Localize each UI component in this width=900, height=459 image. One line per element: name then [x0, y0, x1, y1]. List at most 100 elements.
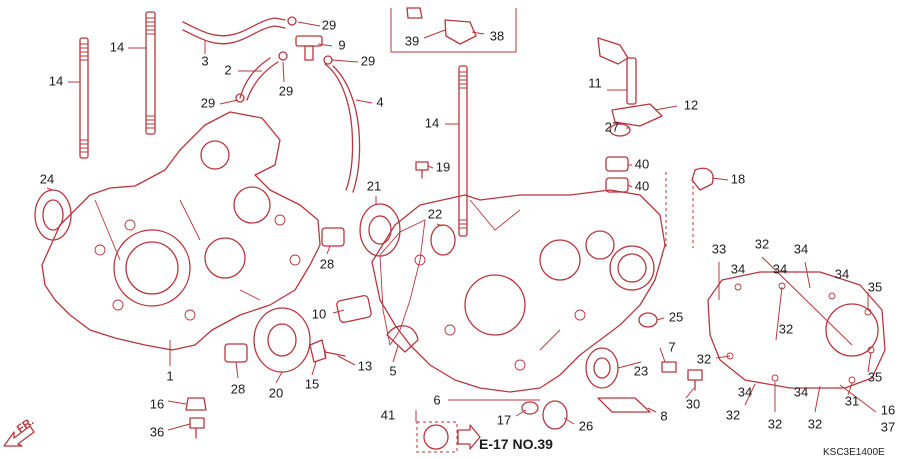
callout-c28a: 28 — [320, 256, 334, 271]
callout-c29d: 29 — [201, 95, 215, 110]
callout-c29b: 29 — [361, 53, 375, 68]
callout-c25: 25 — [669, 309, 683, 324]
callout-c16a: 16 — [150, 396, 164, 411]
oil-seal-23 — [585, 347, 619, 389]
bearing-22 — [430, 224, 456, 256]
callout-c24: 24 — [40, 171, 54, 186]
callout-c32c: 32 — [726, 407, 740, 422]
callout-c7: 7 — [668, 339, 675, 354]
callout-c38: 38 — [490, 28, 504, 43]
callout-c35a: 35 — [868, 279, 882, 294]
bolt-19 — [415, 161, 429, 179]
rubber-grommet-10 — [336, 295, 372, 323]
tube-clips — [235, 16, 333, 103]
front-direction-arrow-icon — [3, 425, 35, 447]
guide-5 — [386, 325, 419, 353]
callout-c15: 15 — [305, 376, 319, 391]
callout-c34b: 34 — [794, 241, 808, 256]
callout-c19: 19 — [436, 159, 450, 174]
callout-c32e: 32 — [808, 416, 822, 431]
clamp-18 — [691, 167, 714, 191]
shaft-11-stopper-12 — [597, 37, 663, 127]
callout-c27: 27 — [605, 119, 619, 134]
callout-c3: 3 — [201, 53, 208, 68]
callout-c39: 39 — [405, 33, 419, 48]
diagram-code: KSC3E1400E — [823, 447, 885, 458]
callout-c17: 17 — [497, 412, 511, 427]
callout-c34f: 34 — [794, 384, 808, 399]
callout-c37: 37 — [881, 419, 895, 434]
breather-tube-upper — [182, 17, 286, 45]
callout-c12: 12 — [684, 97, 698, 112]
callout-c5: 5 — [389, 363, 396, 378]
dowel-pin-28-upper — [321, 227, 345, 247]
washer-17 — [521, 401, 539, 415]
right-crankcase-half — [371, 189, 666, 393]
plate-8 — [597, 397, 651, 413]
washer-25 — [638, 312, 658, 328]
callout-c28b: 28 — [231, 381, 245, 396]
tube-joint — [295, 35, 323, 61]
callout-c32b: 32 — [697, 351, 711, 366]
cross-reference-label: E-17 NO.39 — [479, 436, 553, 452]
stud-bolt-left-tall — [79, 37, 89, 159]
callout-c29a: 29 — [322, 17, 336, 32]
bolt-36 — [189, 417, 205, 439]
callout-c4: 4 — [376, 94, 383, 109]
callout-c9: 9 — [338, 37, 345, 52]
oil-seal-27 — [609, 123, 631, 137]
crankcase-gasket — [379, 219, 426, 347]
callout-c34c: 34 — [773, 261, 787, 276]
bolt-7 — [661, 361, 677, 373]
callout-c13: 13 — [358, 358, 372, 373]
callout-c40a: 40 — [635, 156, 649, 171]
callout-c29c: 29 — [279, 83, 293, 98]
oil-seal-26 — [542, 400, 568, 430]
dowel-pin-28-lower — [224, 343, 248, 363]
callout-c6: 6 — [433, 392, 440, 407]
bearing-20 — [253, 307, 311, 373]
sensor-38-39 — [406, 7, 477, 45]
side-cover-gasket — [707, 271, 886, 389]
callout-c14c: 14 — [425, 115, 439, 130]
callout-c33: 33 — [712, 241, 726, 256]
callout-c14a: 14 — [110, 39, 124, 54]
callout-c2: 2 — [224, 62, 231, 77]
left-crankcase-half — [41, 111, 321, 351]
callout-c34d: 34 — [835, 266, 849, 281]
callout-c30: 30 — [686, 396, 700, 411]
callout-c10: 10 — [312, 306, 326, 321]
callout-c22: 22 — [428, 206, 442, 221]
callout-c32a: 32 — [755, 236, 769, 251]
plug-16 — [185, 397, 207, 411]
stud-bolt-center-tall — [145, 11, 156, 135]
breather-tube-short — [239, 57, 279, 101]
callout-c41: 41 — [381, 407, 395, 422]
callout-c32d: 32 — [768, 416, 782, 431]
callout-c20: 20 — [269, 385, 283, 400]
stud-bolt-right-tall — [458, 65, 468, 237]
callout-c8: 8 — [660, 408, 667, 423]
callout-c40b: 40 — [635, 178, 649, 193]
callout-c21: 21 — [367, 178, 381, 193]
callout-c32f: 32 — [779, 321, 793, 336]
callout-c11: 11 — [588, 75, 602, 90]
bearing-21 — [359, 203, 401, 257]
leader-lines — [46, 21, 877, 431]
callout-c31: 31 — [845, 393, 859, 408]
callout-c23: 23 — [634, 363, 648, 378]
collars-40 — [605, 156, 629, 193]
breather-tube-long — [324, 63, 361, 193]
oil-seal-24 — [34, 189, 72, 241]
callout-c34a: 34 — [731, 261, 745, 276]
callout-c1: 1 — [166, 368, 173, 383]
callout-c14b: 14 — [49, 73, 63, 88]
callout-c16b: 16 — [881, 402, 895, 417]
callout-c35b: 35 — [868, 369, 882, 384]
bolt-13 — [324, 349, 346, 357]
seal-set-41 — [416, 421, 481, 453]
callout-c18: 18 — [731, 171, 745, 186]
callout-c34e: 34 — [738, 384, 752, 399]
